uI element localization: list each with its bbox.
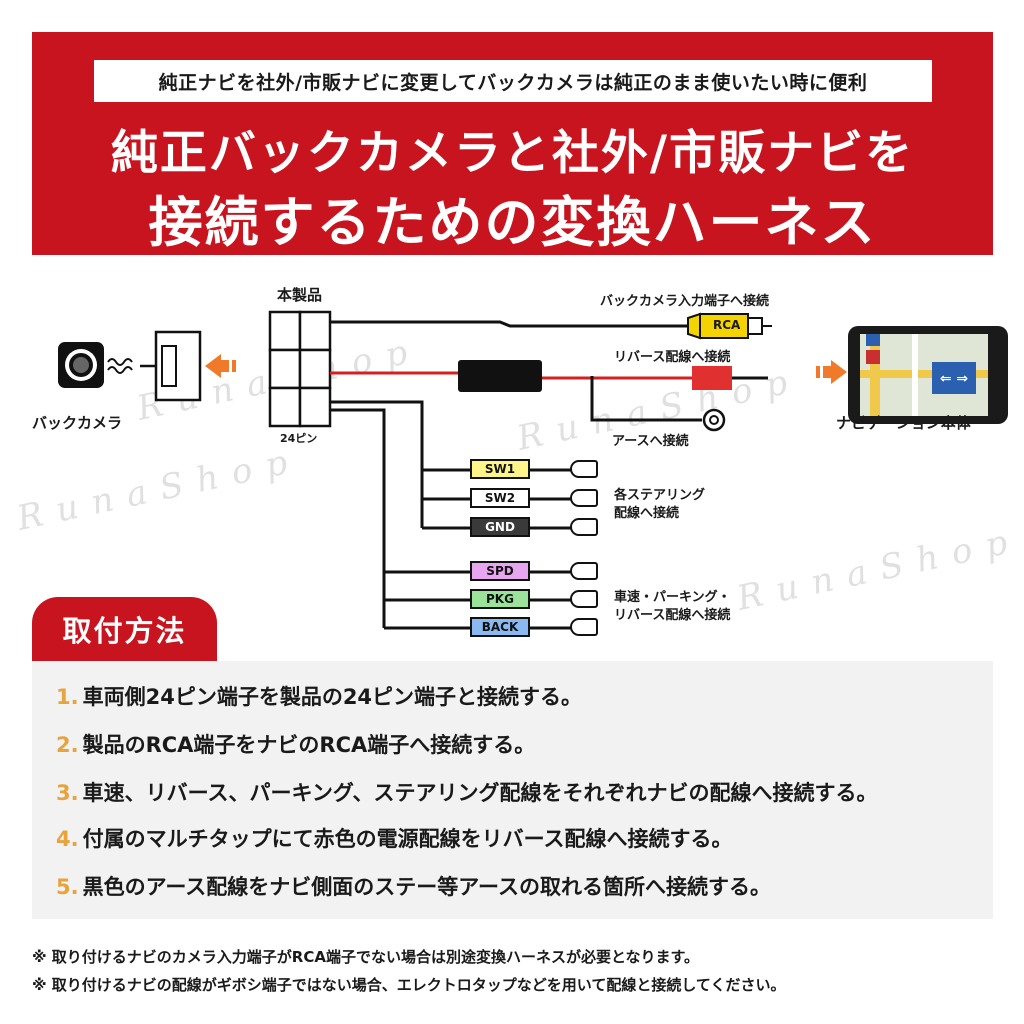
step-number: 2. bbox=[56, 733, 79, 757]
step-2: 2.製品のRCA端子をナビのRCA端子へ接続する。 bbox=[56, 729, 535, 759]
product-connector-icon bbox=[268, 310, 332, 428]
speed-label-2: リバース配線へ接続 bbox=[614, 608, 731, 623]
camera-connector-icon bbox=[140, 330, 202, 402]
steps-list: 1.車両側24ピン端子を製品の24ピン端子と接続する。 2.製品のRCA端子をナ… bbox=[32, 661, 993, 919]
bullet-terminal-icon bbox=[570, 518, 598, 536]
reverse-label: リバース配線へ接続 bbox=[614, 350, 731, 365]
title-line-1: 純正バックカメラと社外/市販ナビを bbox=[110, 126, 915, 181]
bullet-terminal-icon bbox=[570, 489, 598, 507]
fuse-box bbox=[458, 360, 542, 392]
step-text: 付属のマルチタップにて赤色の電源配線をリバース配線へ接続する。 bbox=[82, 827, 733, 851]
connector-tag-gnd: GND bbox=[470, 517, 530, 537]
connector-tag-pkg: PKG bbox=[470, 589, 530, 609]
rca-wire bbox=[330, 320, 690, 328]
header-banner: 純正ナビを社外/市販ナビに変更してバックカメラは純正のまま使いたい時に便利 純正… bbox=[32, 32, 993, 255]
step-4: 4.付属のマルチタップにて赤色の電源配線をリバース配線へ接続する。 bbox=[56, 823, 733, 853]
product-label: 本製品 bbox=[277, 286, 323, 304]
bullet-terminal-icon bbox=[570, 562, 598, 580]
bullet-terminal-icon bbox=[570, 618, 598, 636]
step-number: 5. bbox=[56, 875, 79, 899]
connector-tag-sw2: SW2 bbox=[470, 488, 530, 508]
connector-tag-spd: SPD bbox=[470, 561, 530, 581]
step-number: 1. bbox=[56, 685, 79, 709]
multi-tap-icon bbox=[692, 366, 732, 390]
ground-label: アースへ接続 bbox=[612, 434, 689, 449]
step-text: 黒色のアース配線をナビ側面のステー等アースの取れる箇所へ接続する。 bbox=[82, 875, 771, 899]
subtitle: 純正ナビを社外/市販ナビに変更してバックカメラは純正のまま使いたい時に便利 bbox=[94, 60, 932, 102]
title-line-2: 接続するための変換ハーネス bbox=[148, 191, 877, 254]
watermark-text-4: RunaShop bbox=[733, 520, 1024, 619]
ground-terminal-icon bbox=[702, 408, 726, 432]
camera-icon bbox=[58, 342, 133, 388]
rca-tag: RCA bbox=[713, 318, 741, 332]
watermark-text-2: RunaShop bbox=[13, 440, 305, 539]
method-title: 取付方法 bbox=[32, 597, 217, 661]
step-text: 車速、リバース、パーキング、ステアリング配線をそれぞれナビの配線へ接続する。 bbox=[82, 781, 878, 805]
step-text: 製品のRCA端子をナビのRCA端子へ接続する。 bbox=[82, 733, 536, 757]
note-1: ※ 取り付けるナビのカメラ入力端子がRCA端子でない場合は別途変換ハーネスが必要… bbox=[32, 948, 700, 966]
pin-label: 24ピン bbox=[280, 432, 318, 445]
connector-tag-sw1: SW1 bbox=[470, 459, 530, 479]
steering-label-2: 配線へ接続 bbox=[614, 506, 680, 521]
wiring-svg: RunaShop RunaShop RunaShop RunaShop bbox=[13, 310, 1024, 630]
bullet-terminal-icon bbox=[570, 460, 598, 478]
svg-text:⇐ ⇒: ⇐ ⇒ bbox=[940, 371, 969, 387]
navi-icon: ⇐ ⇒ bbox=[848, 326, 1008, 424]
bullet-terminal-icon bbox=[570, 590, 598, 608]
wiring-diagram: RunaShop RunaShop RunaShop RunaShop bbox=[0, 270, 1024, 650]
steering-label-1: 各ステアリング bbox=[614, 488, 706, 503]
note-2: ※ 取り付けるナビの配線がギボシ端子ではない場合、エレクトロタップなどを用いて配… bbox=[32, 976, 786, 994]
camera-input-label: バックカメラ入力端子へ接続 bbox=[600, 294, 770, 309]
step-5: 5.黒色のアース配線をナビ側面のステー等アースの取れる箇所へ接続する。 bbox=[56, 871, 771, 901]
step-text: 車両側24ピン端子を製品の24ピン端子と接続する。 bbox=[82, 685, 583, 709]
speed-label-1: 車速・パーキング・ bbox=[614, 590, 731, 605]
connector-tag-back: BACK bbox=[470, 617, 530, 637]
ground-wire bbox=[590, 376, 702, 422]
arrow-left-icon bbox=[205, 354, 236, 378]
step-number: 4. bbox=[56, 827, 79, 851]
rca-connector-icon bbox=[687, 312, 772, 340]
step-1: 1.車両側24ピン端子を製品の24ピン端子と接続する。 bbox=[56, 681, 582, 711]
arrow-right-icon bbox=[816, 360, 847, 384]
camera-label: バックカメラ bbox=[32, 414, 123, 432]
step-number: 3. bbox=[56, 781, 79, 805]
step-3: 3.車速、リバース、パーキング、ステアリング配線をそれぞれナビの配線へ接続する。 bbox=[56, 777, 877, 807]
navi-label: ナビゲーション本体 bbox=[836, 414, 971, 432]
